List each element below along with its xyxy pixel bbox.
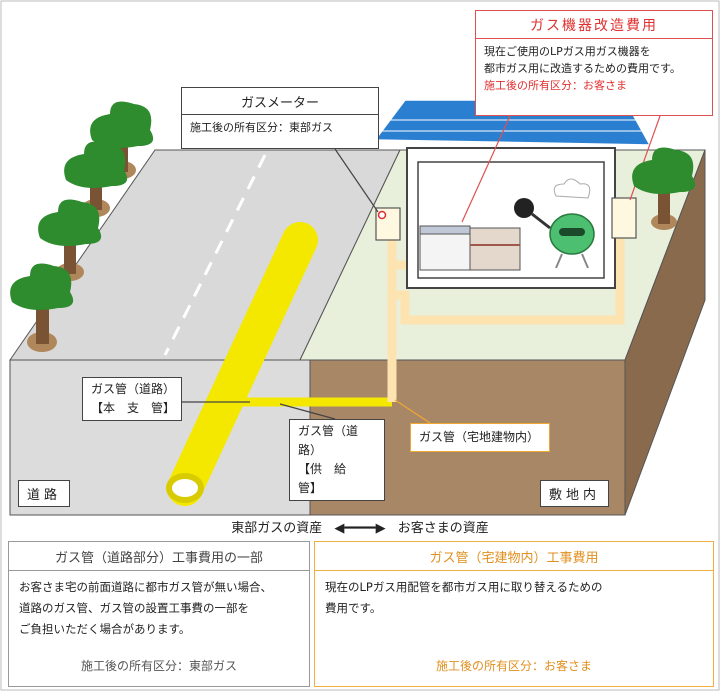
road-cost-line-2: 道路のガス管、ガス管の設置工事費の一部を	[19, 601, 249, 615]
supply-pipe-label-line-1: ガス管（道路）	[298, 424, 359, 457]
tree-icon	[632, 147, 696, 230]
home-pipe-pointer	[394, 399, 431, 424]
modification-ownership: 施工後の所有区分：お客さま	[484, 79, 627, 92]
mascot-eyes	[559, 228, 585, 236]
road-cost-line-3: ご負担いただく場合があります。	[19, 622, 191, 636]
roof-lines	[382, 119, 642, 132]
stove-icon	[419, 227, 471, 271]
meter-pointer	[334, 148, 379, 213]
main-pipe-label-line-2: 【本 支 管】	[91, 401, 176, 415]
road-area-label: 道路	[18, 480, 71, 507]
main-gas-pipe	[167, 222, 318, 506]
road-cost-box: ガス管（道路部分）工事費用の一部 お客さま宅の前面道路に都市ガス管が無い場合、 …	[8, 541, 310, 687]
mascot-leg-right	[581, 253, 589, 269]
chef-hat-icon	[553, 178, 591, 199]
tree-icon	[38, 199, 102, 281]
home-cost-title: ガス管（宅建物内）工事費用	[315, 542, 713, 571]
gas-meter-callout: ガスメーター 施工後の所有区分：東部ガス	[181, 87, 379, 149]
tree-icon	[10, 263, 74, 352]
modification-line-1: 現在ご使用のLPガス用ガス機器を	[484, 45, 651, 58]
kitchen-counter	[469, 227, 521, 271]
modification-title: ガス機器改造費用	[476, 11, 712, 39]
modification-line-2: 都市ガス用に改造するための費用です。	[484, 62, 681, 75]
stove-top	[419, 225, 471, 235]
water-heater-icon	[611, 197, 637, 239]
supply-pipe-label: ガス管（道路） 【供 給 管】	[289, 419, 385, 501]
home-cost-line-1: 現在のLPガス用配管を都市ガス用に取り替えるための	[325, 580, 603, 594]
gas-meter-title: ガスメーター	[182, 88, 378, 115]
road-center-line	[163, 154, 267, 356]
mascot-leg-left	[555, 253, 563, 269]
customer-asset-label: お客さまの資産	[397, 521, 489, 536]
home-cost-box: ガス管（宅建物内）工事費用 現在のLPガス用配管を都市ガス用に取り替えるための …	[314, 541, 714, 687]
road-cost-title: ガス管（道路部分）工事費用の一部	[9, 542, 309, 571]
asset-divider: 東部ガスの資産 ◀━━━━▶ お客さまの資産	[0, 517, 720, 536]
main-pipe-label: ガス管（道路） 【本 支 管】	[82, 377, 182, 421]
home-cost-line-2: 費用です。	[325, 601, 382, 615]
appliance-modification-callout: ガス機器改造費用 現在ご使用のLPガス用ガス機器を 都市ガス用に改造するための費…	[475, 10, 713, 116]
gas-meter-dial	[377, 210, 387, 220]
supply-pipe-pointer	[279, 403, 336, 420]
home-pipe-label: ガス管（宅地建物内）	[410, 423, 550, 452]
mod-pointer-stove	[461, 115, 511, 223]
double-arrow-icon: ◀━━━━▶	[334, 521, 386, 536]
road-cost-ownership: 施工後の所有区分：東部ガス	[80, 659, 237, 673]
main-pipe-label-line-1: ガス管（道路）	[91, 382, 176, 396]
road-cost-line-1: お客さま宅の前面道路に都市ガス管が無い場合、	[19, 580, 272, 594]
gas-meter-ownership: 施工後の所有区分：東部ガス	[190, 121, 333, 134]
frying-pan-handle	[531, 212, 551, 230]
ground-side-face	[624, 149, 706, 516]
frying-pan-icon	[514, 198, 534, 218]
site-area-label: 敷地内	[540, 480, 610, 507]
supply-pipe-label-line-2: 【供 給 管】	[298, 462, 359, 495]
main-pipe-opening	[166, 473, 204, 503]
home-cost-ownership: 施工後の所有区分：お客さま	[435, 659, 592, 673]
company-asset-label: 東部ガスの資産	[231, 521, 323, 536]
